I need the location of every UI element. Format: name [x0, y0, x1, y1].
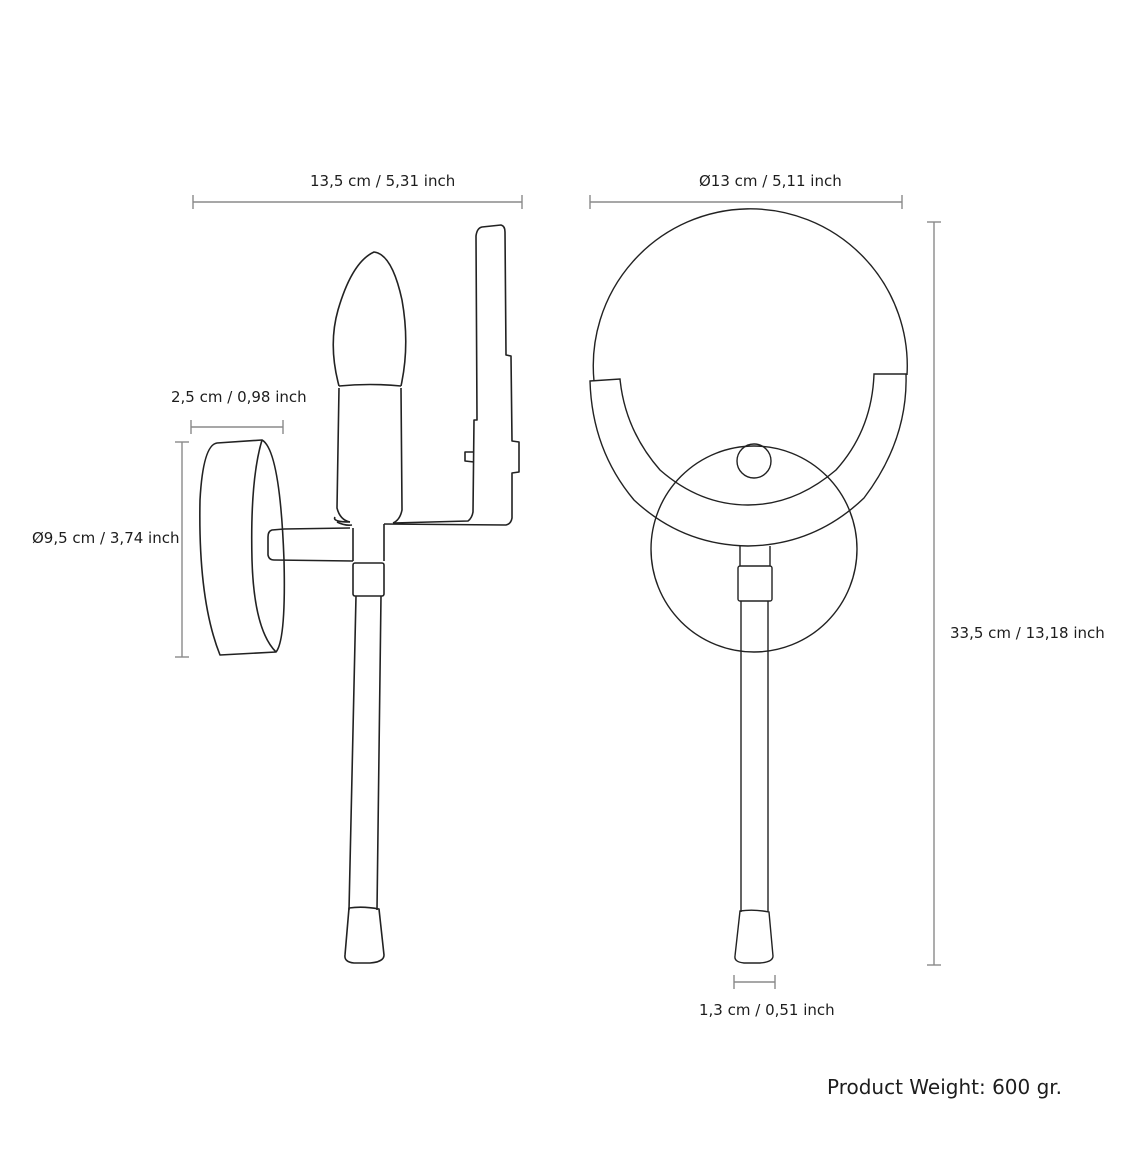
front-diameter-label: Ø13 cm / 5,11 inch [699, 172, 842, 190]
product-weight: Product Weight: 600 gr. [827, 1075, 1063, 1099]
base-depth-label: 2,5 cm / 0,98 inch [171, 388, 307, 406]
dimension-lines [175, 195, 941, 989]
front-view-lamp [589, 208, 908, 964]
total-height-label: 33,5 cm / 13,18 inch [950, 624, 1105, 642]
side-view-lamp [199, 224, 520, 964]
base-diameter-label: Ø9,5 cm / 3,74 inch [32, 529, 180, 547]
tip-width-label: 1,3 cm / 0,51 inch [699, 1001, 835, 1019]
side-width-label: 13,5 cm / 5,31 inch [310, 172, 456, 190]
